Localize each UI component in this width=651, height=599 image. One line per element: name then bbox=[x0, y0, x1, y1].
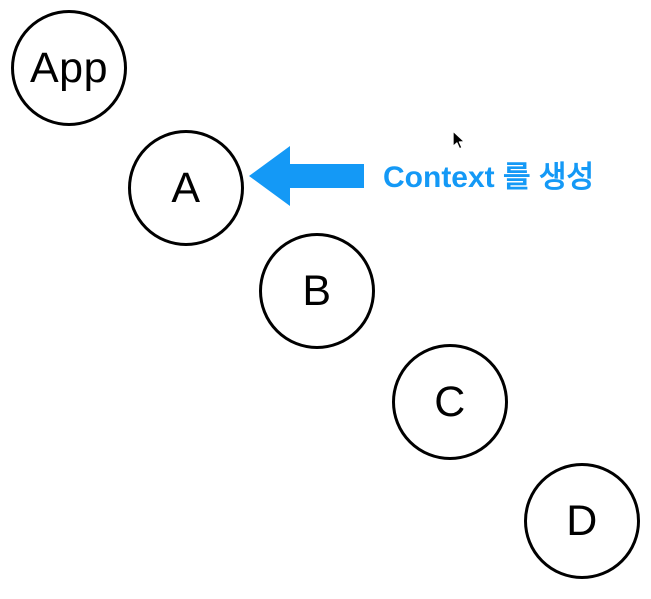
node-c: C bbox=[392, 344, 508, 460]
node-b: B bbox=[259, 233, 375, 349]
node-a: A bbox=[128, 130, 244, 246]
node-a-label: A bbox=[171, 163, 201, 212]
node-app-label: App bbox=[29, 43, 108, 92]
node-d-label: D bbox=[566, 496, 598, 545]
node-app: App bbox=[11, 10, 127, 126]
node-d: D bbox=[524, 463, 640, 579]
mouse-cursor-icon bbox=[452, 130, 466, 150]
node-c-label: C bbox=[434, 377, 466, 426]
context-annotation-text: Context 를 생성 bbox=[383, 161, 595, 194]
node-b-label: B bbox=[302, 266, 332, 315]
left-arrow-icon bbox=[249, 146, 364, 206]
left-arrow-shape bbox=[249, 146, 364, 206]
